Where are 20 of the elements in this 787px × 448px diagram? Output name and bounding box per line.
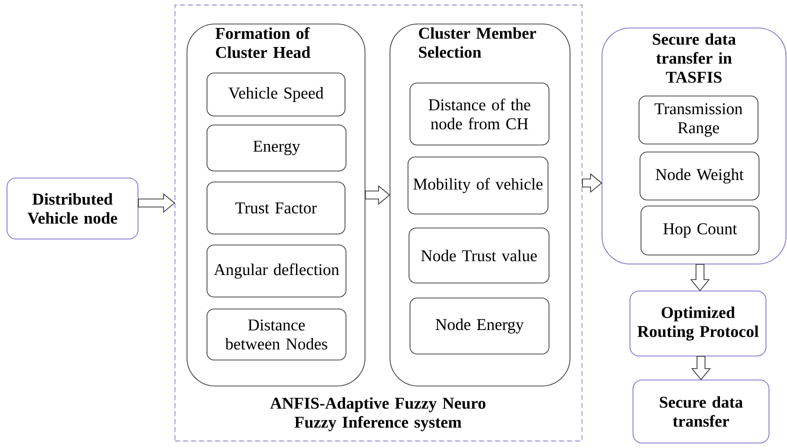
parameter-box: Trust Factor (206, 182, 346, 234)
process-box: Secure data transfer (632, 380, 770, 444)
parameter-box: Node Trust value (408, 228, 550, 284)
block-arrow (582, 173, 602, 193)
parameter-box: Node Energy (410, 298, 550, 354)
block-arrow (138, 193, 176, 213)
parameter-box: Transmission Range (638, 96, 758, 144)
block-arrow (690, 264, 710, 292)
parameter-box: Energy (206, 124, 346, 172)
parameter-box: Distance of the node from CH (410, 82, 550, 146)
parameter-box: Distance between Nodes (206, 308, 346, 360)
parameter-box: Vehicle Speed (206, 72, 346, 116)
parameter-box: Hop Count (640, 206, 760, 256)
input-box: Distributed Vehicle node (6, 178, 138, 240)
process-box: Optimized Routing Protocol (630, 290, 766, 356)
block-arrow (691, 356, 711, 380)
parameter-box: Angular deflection (206, 244, 346, 298)
parameter-box: Mobility of vehicle (408, 156, 548, 214)
block-arrow (365, 185, 390, 205)
parameter-box: Node Weight (640, 152, 760, 200)
